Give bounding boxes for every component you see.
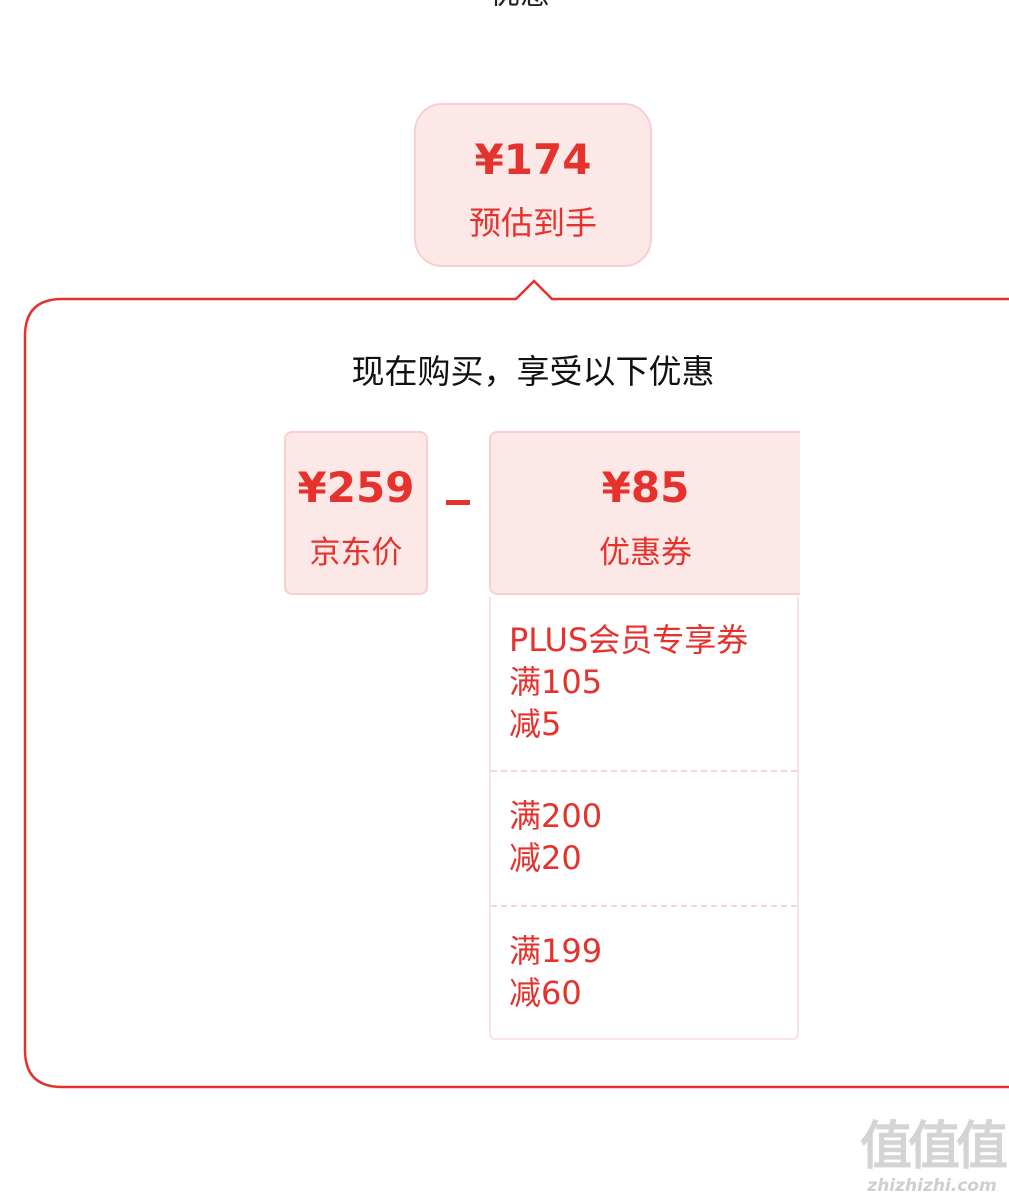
promo-panel-title: 现在购买，享受以下优惠	[351, 352, 715, 391]
jd-price-box: ¥259 京东价	[284, 431, 428, 595]
coupon-item-threshold: 满200	[509, 797, 603, 835]
cut-off-heading-text: 优惠	[490, 0, 550, 6]
watermark-logo: 值值值	[859, 1117, 1008, 1177]
coupon-item: PLUS会员专享券 满105 减5	[491, 619, 797, 745]
watermark-url: zhizhizhi.com	[867, 1176, 997, 1196]
coupon-total-label: 优惠券	[599, 535, 692, 571]
coupon-item: 满199 减60	[491, 930, 797, 1014]
coupon-divider	[491, 905, 797, 907]
coupon-list: PLUS会员专享券 满105 减5 满200 减20 满199 减60	[489, 597, 799, 1040]
jd-price-value: ¥259	[297, 463, 415, 512]
coupon-item-discount: 减20	[509, 839, 582, 877]
coupon-total-box: ¥85 优惠券	[489, 431, 800, 595]
estimated-price: ¥174	[474, 135, 592, 184]
minus-operator	[446, 500, 470, 505]
coupon-item-discount: 减60	[509, 974, 582, 1012]
estimated-price-label: 预估到手	[468, 204, 597, 242]
coupon-item-discount: 减5	[509, 705, 562, 743]
coupon-item-threshold: 满105	[509, 663, 603, 701]
site-watermark: 值值值 zhizhizhi.com	[855, 1118, 1009, 1202]
coupon-item-title: PLUS会员专享券	[509, 621, 749, 659]
coupon-total-value: ¥85	[601, 463, 690, 512]
coupon-item: 满200 减20	[491, 795, 797, 879]
jd-price-label: 京东价	[309, 535, 403, 571]
cut-off-heading: 优惠	[480, 0, 580, 6]
coupon-item-threshold: 满199	[509, 932, 603, 970]
coupon-divider	[491, 770, 797, 772]
estimated-price-bubble: ¥174 预估到手	[414, 103, 652, 267]
